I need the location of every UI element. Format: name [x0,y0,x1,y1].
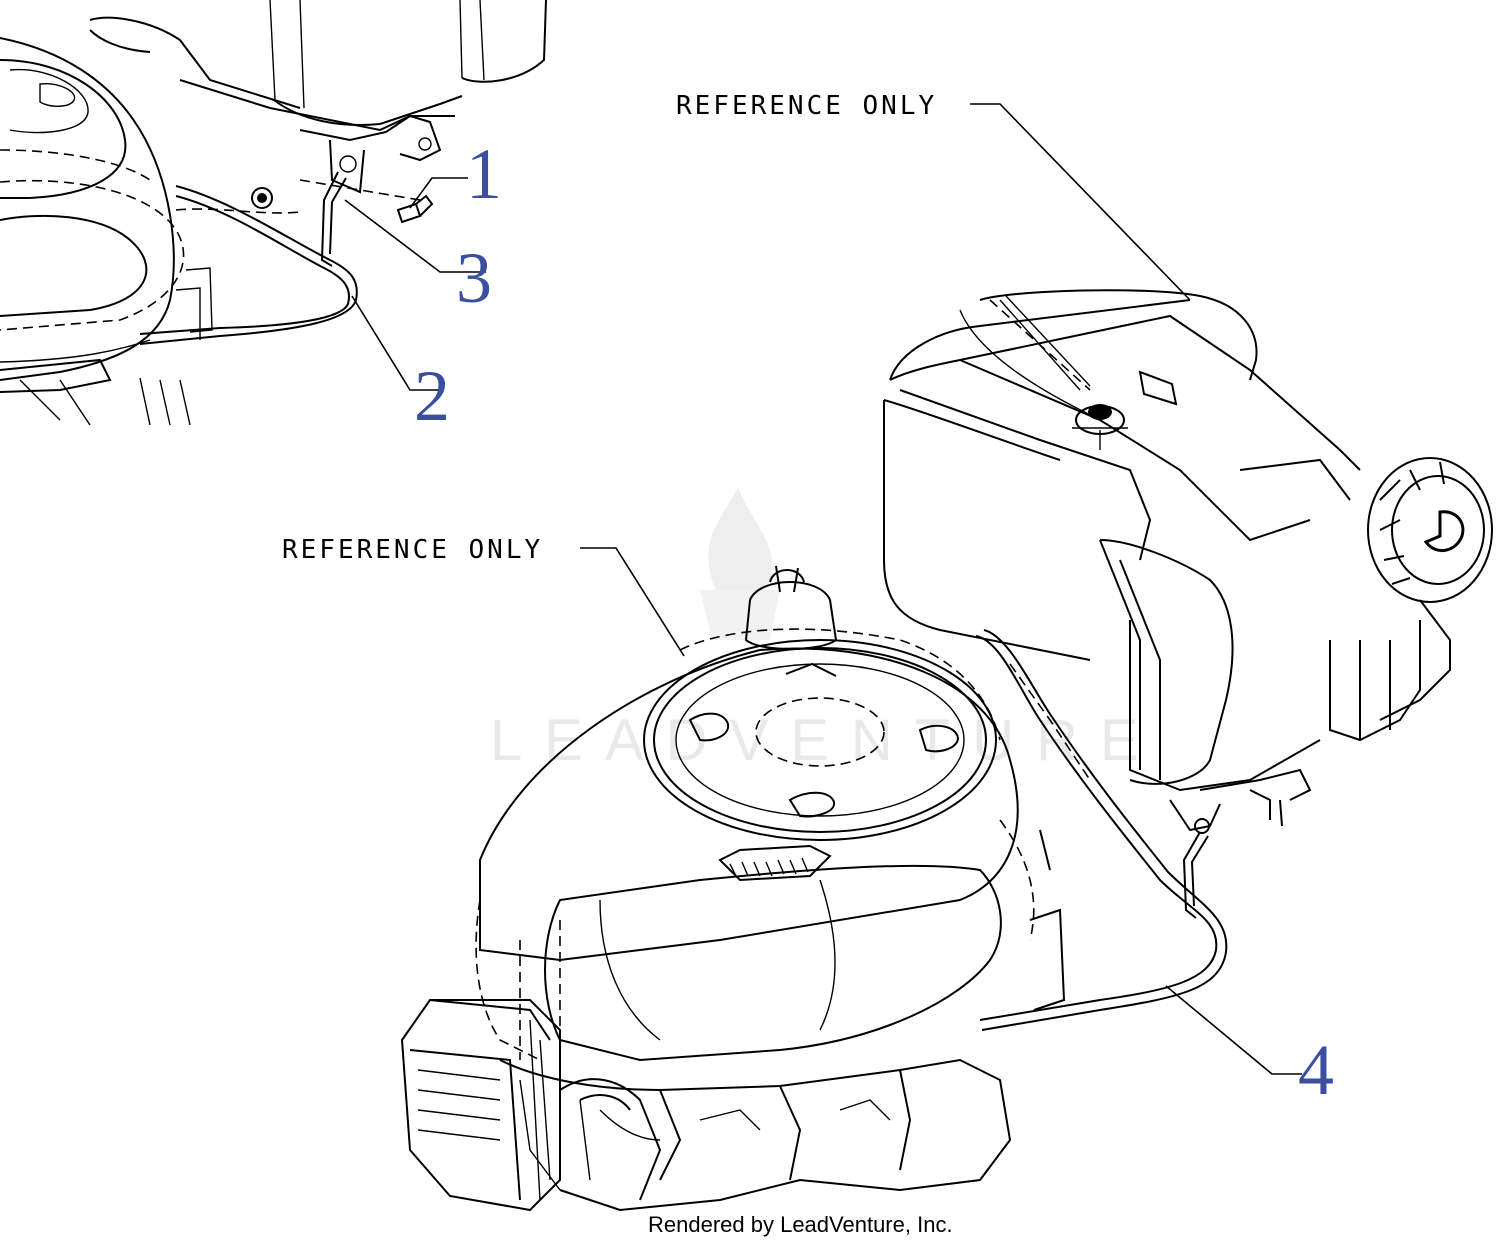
fuel-cap-icon [1367,457,1493,603]
callout-3[interactable]: 3 [456,238,492,318]
reference-only-label-top: REFERENCE ONLY [676,91,937,121]
footer-credit: Rendered by LeadVenture, Inc. [648,1212,953,1237]
fuel-tank-vent-cap-icon [1072,404,1128,450]
nut-fastener-icon [251,187,273,209]
watermark-text: LEADVENTURE [490,708,1161,773]
leader-lines [344,103,1302,1075]
air-filter-box [400,999,561,1212]
callout-2[interactable]: 2 [414,356,450,436]
tank-fastener-icon [1194,818,1210,834]
reference-only-label-middle: REFERENCE ONLY [282,535,543,565]
fuel-line [975,629,1228,1031]
inset-engine-shroud [0,0,547,426]
dipstick-cap-icon [744,565,838,650]
watermark: LEADVENTURE [490,488,1161,773]
screw-fastener-icon [396,194,434,224]
callout-4[interactable]: 4 [1298,1030,1334,1110]
flame-logo-icon [700,488,780,640]
fuel-tank [883,289,1493,919]
callout-1[interactable]: 1 [466,134,502,214]
engine [400,565,1066,1212]
